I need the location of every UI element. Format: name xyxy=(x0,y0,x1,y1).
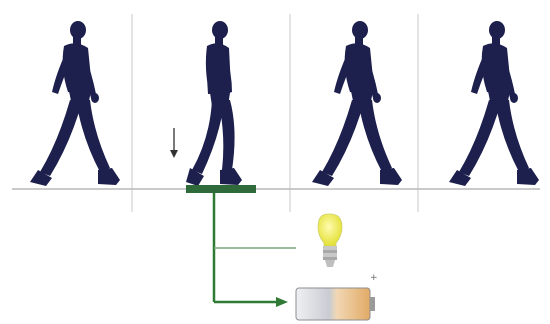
battery-plus-label: + xyxy=(370,273,378,283)
energy-tile xyxy=(186,185,256,193)
walker-1-silhouette xyxy=(30,21,120,186)
press-arrow-icon xyxy=(170,128,178,158)
lightbulb-icon xyxy=(317,213,343,267)
walker-2-silhouette xyxy=(186,21,242,186)
battery-arrow-icon xyxy=(276,297,288,307)
walker-3-silhouette xyxy=(312,21,402,186)
walker-4-silhouette xyxy=(449,21,539,186)
battery-icon: + xyxy=(295,273,378,321)
